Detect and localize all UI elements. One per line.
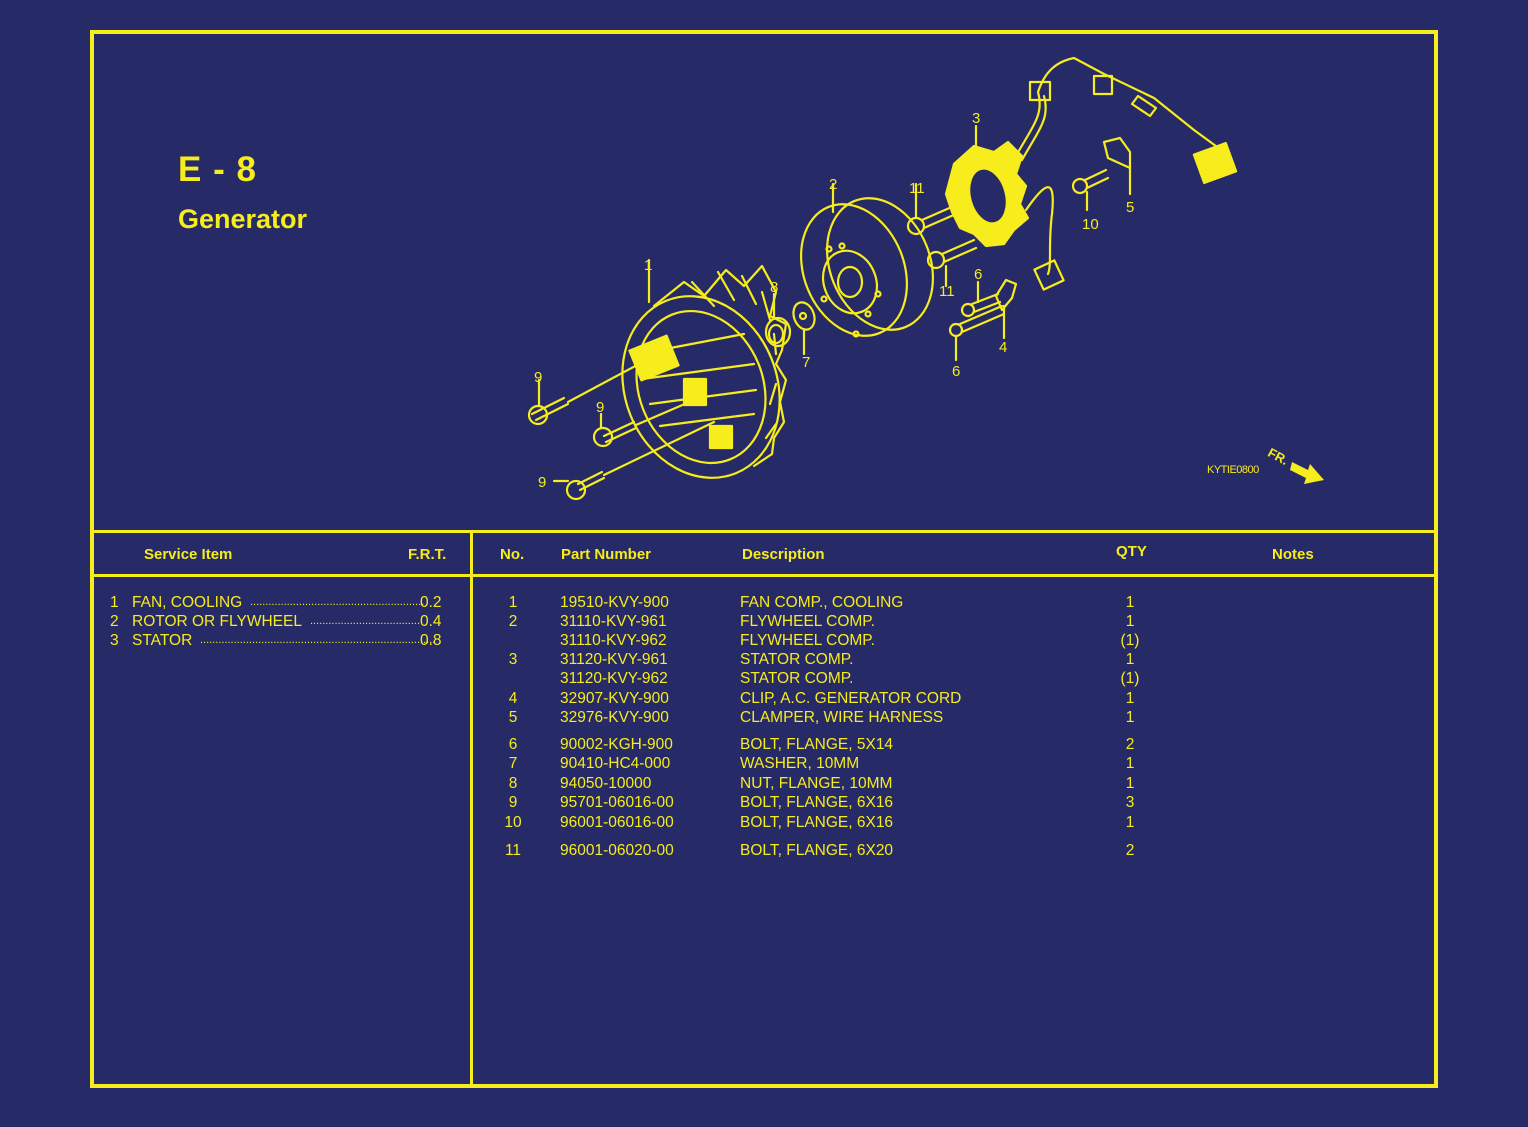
callout-10: 10 [1082,216,1099,233]
table-cell: BOLT, FLANGE, 6X16 [740,794,894,811]
table-cell: 11 [504,842,522,859]
qty-header: QTY [1116,543,1147,560]
callout-11b: 11 [939,283,955,300]
leader-dots: ........................................… [200,634,436,646]
table-cell: CLAMPER, WIRE HARNESS [740,709,944,726]
table-cell: 96001-06020-00 [560,842,674,859]
table-cell: (1) [1120,632,1140,649]
table-cell: 1 [1125,755,1135,772]
table-cell: 7 [508,755,518,772]
section-code: E - 8 [178,150,257,189]
table-cell: CLIP, A.C. GENERATOR CORD [740,690,962,707]
table-cell: 19510-KVY-900 [560,594,669,611]
svg-text:FR.: FR. [1265,445,1291,468]
stator-icon [944,124,1030,248]
no-header: No. [500,546,525,563]
table-cell: FAN COMP., COOLING [740,594,904,611]
table-cell: 95701-06016-00 [560,794,674,811]
callout-3: 3 [972,110,980,127]
table-cell: 1 [1125,814,1135,831]
callout-9b: 9 [596,399,604,416]
table-cell: 4 [508,690,518,707]
callout-5: 5 [1126,199,1134,216]
frt-header: F.R.T. [408,546,447,563]
notes-header: Notes [1272,546,1314,563]
divider-column [470,530,473,1084]
table-cell: 8 [508,775,518,792]
table-cell: BOLT, FLANGE, 6X20 [740,842,894,859]
table-cell: 10 [504,814,522,831]
table-cell: BOLT, FLANGE, 5X14 [740,736,894,753]
section-title: Generator [178,204,308,234]
table-cell: STATOR COMP. [740,651,854,668]
table-cell: 90002-KGH-900 [560,736,673,753]
table-cell: 1 [1125,594,1135,611]
table-cell: FLYWHEEL COMP. [740,613,875,630]
wire-harness-icon [1014,56,1238,291]
leader-dots: ........................................… [250,596,425,608]
callout-2: 2 [829,176,837,193]
table-cell: 32976-KVY-900 [560,709,669,726]
front-direction-arrow-icon: FR. [1265,445,1324,484]
bolt-flange-9-icon [527,362,716,501]
bolt-flange-11-icon [906,182,978,288]
callout-9c: 9 [538,474,546,491]
table-cell: 31120-KVY-961 [560,651,668,668]
callout-6b: 6 [952,363,960,380]
description-header: Description [742,546,825,563]
callout-11a: 11 [909,180,925,197]
table-cell: 9 [508,794,518,811]
illustration-code: KYTIE0800 [1207,464,1259,476]
table-cell: 1 [1125,775,1135,792]
callout-8: 8 [770,279,778,296]
flywheel-icon [800,182,934,338]
table-cell: 5 [508,709,518,726]
table-cell: 1 [1125,613,1135,630]
table-cell: 31120-KVY-962 [560,670,668,687]
table-cell: 1 [1125,651,1135,668]
table-cell: FLYWHEEL COMP. [740,632,875,649]
table-cell: 32907-KVY-900 [560,690,669,707]
table-cell: 3 [508,651,518,668]
washer-icon [792,301,816,356]
table-cell: 31110-KVY-961 [560,613,667,630]
table-cell: 96001-06016-00 [560,814,674,831]
callout-9a: 9 [534,369,542,386]
callout-7: 7 [802,354,810,371]
table-cell: 1 [508,594,518,611]
exploded-diagram: 1 2 3 4 5 6 6 7 8 9 9 9 10 11 11 FR. [94,34,1434,531]
fan-cooling-icon [621,264,788,479]
part-number-header: Part Number [561,546,652,563]
table-cell: 1 [1125,709,1135,726]
table-cell: BOLT, FLANGE, 6X16 [740,814,894,831]
table-cell: 90410-HC4-000 [560,755,671,772]
nut-flange-icon [764,292,792,348]
table-cell: 94050-10000 [560,775,652,792]
parts-page-frame: E - 8 Generator [90,30,1438,1088]
clamper-icon [1071,136,1132,212]
callout-6a: 6 [974,266,982,283]
table-cell: (1) [1120,670,1140,687]
leader-dots: .................................... [310,615,421,627]
divider-header [94,574,1434,577]
table-cell: 2 [1125,842,1135,859]
callout-4: 4 [999,339,1007,356]
table-cell: WASHER, 10MM [740,755,860,772]
callout-1: 1 [644,257,652,274]
clip-icon [948,278,1018,362]
table-cell: 2 [508,613,518,630]
service-item-header: Service Item [144,546,233,563]
table-cell: 3 [1125,794,1135,811]
table-cell: 1 [1125,690,1135,707]
table-cell: 6 [508,736,518,753]
table-cell: 2 [1125,736,1135,753]
table-cell: NUT, FLANGE, 10MM [740,775,893,792]
table-cell: STATOR COMP. [740,670,854,687]
divider-top [94,530,1434,533]
table-cell: 31110-KVY-962 [560,632,667,649]
